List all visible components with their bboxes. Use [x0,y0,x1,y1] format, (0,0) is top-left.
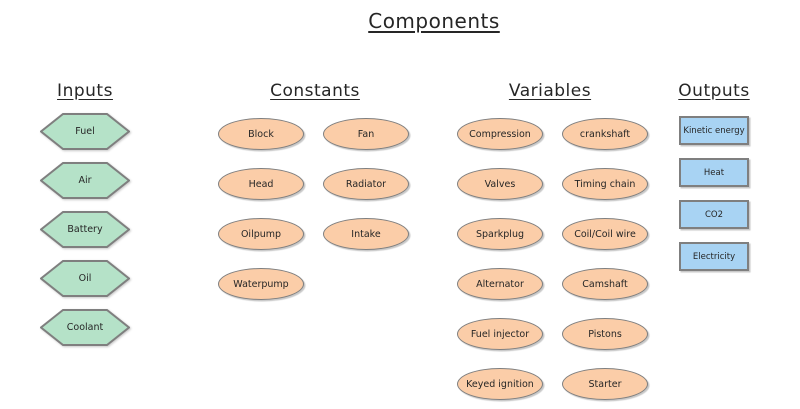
node-label: Radiator [345,178,387,190]
input-node-battery[interactable]: Battery [40,211,130,248]
node-label: Fuel injector [470,328,530,340]
hexagon-shape-icon [40,260,130,297]
node-label: Heat [703,167,725,178]
node-label: Fan [357,128,375,140]
hexagon-shape-icon [40,113,130,150]
outputs-column: Kinetic energy Heat CO2 Electricity [679,116,749,271]
variable-node-timing-chain[interactable]: Timing chain [562,168,648,200]
output-node-co2[interactable]: CO2 [679,200,749,229]
node-label: Intake [351,228,381,240]
variable-node-pistons[interactable]: Pistons [562,318,648,350]
variable-node-valves[interactable]: Valves [457,168,543,200]
node-label: Waterpump [233,278,289,290]
constants-column-right: Fan Radiator Intake [323,118,409,250]
constant-node-fan[interactable]: Fan [323,118,409,150]
constants-column-left: Block Head Oilpump Waterpump [218,118,304,300]
hexagon-shape-icon [40,162,130,199]
node-label: Camshaft [582,278,628,290]
node-label: Coil/Coil wire [574,228,636,240]
node-label: Air [78,175,92,186]
node-label: Battery [67,224,103,235]
node-label: Kinetic energy [683,125,745,136]
node-label: Sparkplug [475,228,524,240]
node-label: CO2 [704,209,724,220]
output-node-kinetic-energy[interactable]: Kinetic energy [679,116,749,145]
node-label: Valves [484,178,516,190]
variable-node-compression[interactable]: Compression [457,118,543,150]
constant-node-head[interactable]: Head [218,168,304,200]
output-node-heat[interactable]: Heat [679,158,749,187]
variable-node-starter[interactable]: Starter [562,368,648,400]
node-label: Head [248,178,274,190]
node-label: Coolant [66,322,104,333]
node-label: Timing chain [574,178,636,190]
inputs-header: Inputs [57,81,113,101]
node-label: Keyed ignition [466,378,534,390]
node-label: Electricity [692,251,736,262]
hexagon-shape-icon [40,309,130,346]
input-node-air[interactable]: Air [40,162,130,199]
variable-node-keyed-ignition[interactable]: Keyed ignition [457,368,543,400]
variable-node-crankshaft[interactable]: crankshaft [562,118,648,150]
node-label: Compression [469,128,531,140]
input-node-fuel[interactable]: Fuel [40,113,130,150]
constant-node-block[interactable]: Block [218,118,304,150]
output-node-electricity[interactable]: Electricity [679,242,749,271]
diagram-title: Components [368,9,500,33]
constant-node-oilpump[interactable]: Oilpump [218,218,304,250]
variable-node-camshaft[interactable]: Camshaft [562,268,648,300]
node-label: Fuel [75,126,95,137]
input-node-oil[interactable]: Oil [40,260,130,297]
variable-node-coil-coil-wire[interactable]: Coil/Coil wire [562,218,648,250]
outputs-header: Outputs [678,81,750,101]
constant-node-waterpump[interactable]: Waterpump [218,268,304,300]
node-label: Oilpump [240,228,282,240]
node-label: Oil [78,273,92,284]
variable-node-alternator[interactable]: Alternator [457,268,543,300]
constants-header: Constants [270,81,360,101]
node-label: Starter [588,378,622,390]
hexagon-shape-icon [40,211,130,248]
variable-node-sparkplug[interactable]: Sparkplug [457,218,543,250]
variables-column-right: crankshaft Timing chain Coil/Coil wire C… [562,118,648,400]
constant-node-intake[interactable]: Intake [323,218,409,250]
node-label: Alternator [476,278,524,290]
variable-node-fuel-injector[interactable]: Fuel injector [457,318,543,350]
node-label: crankshaft [579,128,631,140]
inputs-column: Fuel Air Battery Oil Coolant [40,113,130,346]
node-label: Block [248,128,274,140]
variables-column-left: Compression Valves Sparkplug Alternator … [457,118,543,400]
input-node-coolant[interactable]: Coolant [40,309,130,346]
variables-header: Variables [508,81,592,101]
node-label: Pistons [588,328,622,340]
constant-node-radiator[interactable]: Radiator [323,168,409,200]
